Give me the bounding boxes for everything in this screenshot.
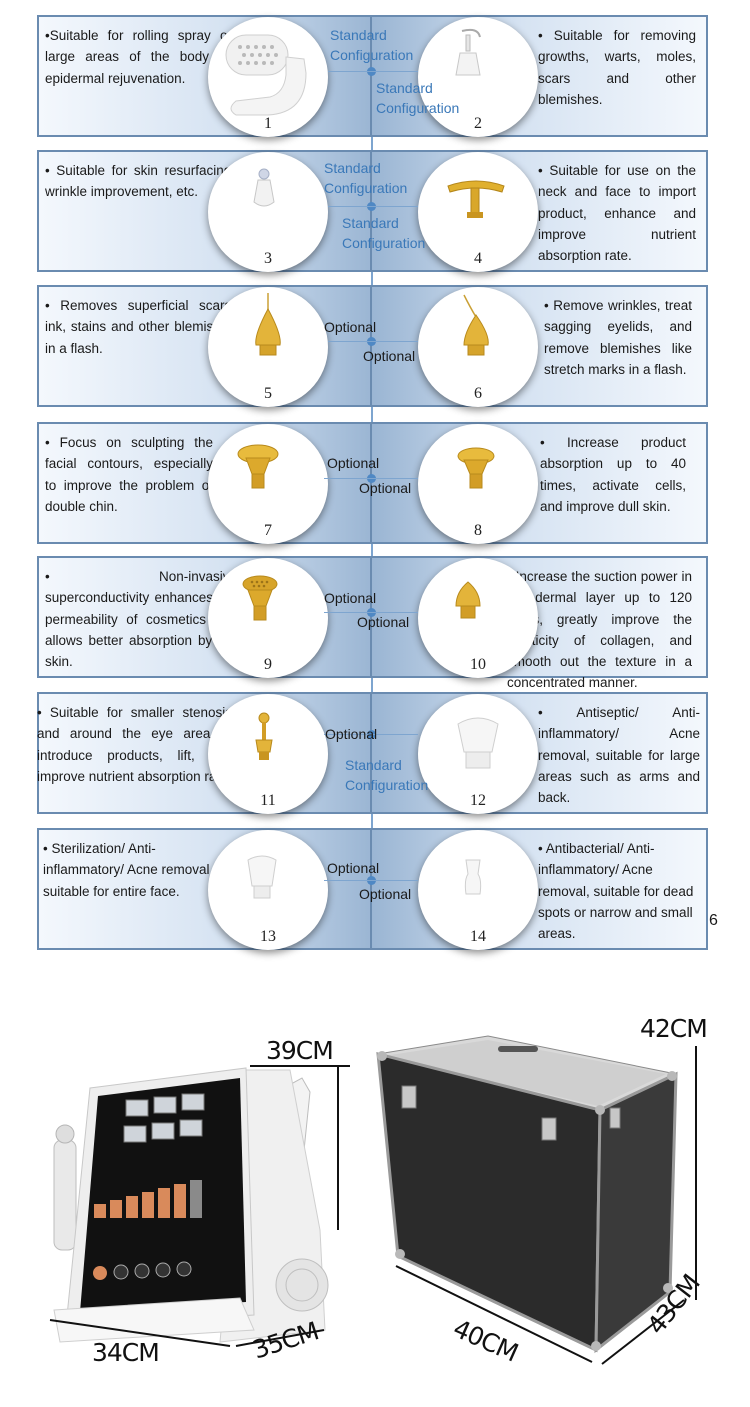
item-5-description: • Removes superficial scars, ink, stains… [45, 298, 235, 356]
connector-line [324, 612, 418, 613]
item-4-number: 4 [474, 250, 482, 267]
item-12-tag: Standard Configuration [345, 757, 429, 793]
item-1-image: 1 [208, 17, 328, 137]
machine-figure [40, 1030, 360, 1370]
small-white-head-icon [464, 859, 482, 895]
roller-head-icon [225, 34, 307, 116]
item-6-image: 6 [418, 287, 538, 407]
machine-height-label: 39CM [266, 1036, 334, 1065]
page-mark: 6 [709, 912, 718, 929]
item-8-image: 8 [418, 424, 538, 544]
item-8-tag: Optional [359, 480, 412, 496]
beauty-machine-illustration [53, 1067, 329, 1343]
item-5-image: 5 [208, 287, 328, 407]
item-6-description: • Remove wrinkles, treat sagging eyelids… [544, 298, 692, 377]
resurfacing-head-icon [253, 168, 275, 207]
machine-width-label: 34CM [92, 1338, 160, 1367]
item-8-number: 8 [474, 522, 482, 539]
item-14-tag: Optional [359, 886, 412, 902]
item-12-number: 12 [470, 792, 486, 809]
item-14-number: 14 [470, 928, 486, 945]
item-1-description: •Suitable for rolling spray on large are… [45, 28, 235, 86]
item-5-number: 5 [264, 385, 272, 402]
item-6-number: 6 [474, 385, 482, 402]
item-10-tag: Optional [357, 614, 410, 630]
item-7-description: • Focus on sculpting the facial contours… [45, 435, 213, 514]
item-4-image: 4 [418, 152, 538, 272]
item-2-tag: Standard Configuration [376, 80, 460, 116]
medium-gold-head-icon [457, 447, 495, 489]
item-1-tag: Standard Configuration [330, 27, 414, 63]
item-7-image: 7 [208, 424, 328, 544]
item-9-number: 9 [264, 656, 272, 673]
item-1-box [37, 15, 375, 137]
connector-line [324, 478, 418, 479]
item-10-box [370, 556, 708, 678]
t-bar-head-icon [447, 180, 505, 218]
medium-white-head-icon [247, 855, 277, 899]
eye-gold-head-icon [255, 712, 273, 760]
gold-needle-head-icon [255, 293, 281, 356]
row-3: • Removes superficial scars, ink, stains… [0, 285, 750, 415]
flight-case-illustration [376, 1035, 697, 1365]
item-5-tag: Optional [324, 319, 377, 335]
row-4: • Focus on sculpting the facial contours… [0, 422, 750, 552]
row-6: • Suitable for smaller stenosis and arou… [0, 692, 750, 822]
item-9-tag: Optional [324, 590, 377, 606]
needle-head-icon [455, 28, 481, 76]
item-9-description: • Non-invasive superconductivity enhance… [45, 569, 237, 670]
item-12-description: • Antiseptic/ Anti-inflammatory/ Acne re… [538, 705, 700, 806]
item-5-box [37, 285, 375, 407]
item-11-tag: Optional [325, 726, 378, 742]
row-1: •Suitable for rolling spray on large are… [0, 15, 750, 145]
row-5: • Non-invasive superconductivity enhance… [0, 556, 750, 690]
item-2-description: • Suitable for removing growths, warts, … [538, 28, 696, 107]
connector-line [328, 206, 418, 207]
connector-line [324, 880, 418, 881]
item-9-image: 9 [208, 558, 328, 678]
curved-needle-head-icon [463, 294, 489, 356]
item-13-tag: Optional [327, 860, 380, 876]
item-2-image: 2 [418, 17, 538, 137]
item-10-description: • Increase the suction power in the derm… [507, 569, 692, 691]
item-3-number: 3 [264, 250, 272, 267]
item-13-image: 13 [208, 830, 328, 950]
large-gold-head-icon [237, 444, 279, 489]
row-2: • Suitable for skin resurfacing, wrinkle… [0, 150, 750, 280]
connector-line [328, 71, 418, 72]
case-figure [370, 1030, 710, 1390]
item-11-number: 11 [260, 792, 276, 809]
item-2-number: 2 [474, 115, 482, 132]
item-14-image: 14 [418, 830, 538, 950]
machine-dimension-lines [49, 1065, 350, 1347]
connector-line [328, 341, 418, 342]
item-7-tag: Optional [327, 455, 380, 471]
item-13-description: • Sterilization/ Anti-inflammatory/ Acne… [43, 841, 214, 899]
item-1-number: 1 [264, 115, 272, 132]
connector-line [324, 734, 418, 735]
item-4-description: • Suitable for use on the neck and face … [538, 163, 696, 264]
item-4-tag: Standard Configuration [342, 215, 426, 251]
item-13-number: 13 [260, 928, 276, 945]
item-3-image: 3 [208, 152, 328, 272]
item-10-number: 10 [470, 656, 486, 673]
item-12-image: 12 [418, 694, 538, 814]
row-7: • Sterilization/ Anti-inflammatory/ Acne… [0, 828, 750, 958]
item-11-image: 11 [208, 694, 328, 814]
item-14-box [370, 828, 708, 950]
case-height-label: 42CM [640, 1014, 708, 1043]
large-white-head-icon [457, 717, 499, 769]
item-14-description: • Antibacterial/ Anti-inflammatory/ Acne… [538, 841, 694, 942]
mesh-gold-head-icon [242, 575, 278, 621]
item-11-description: • Suitable for smaller stenosis and arou… [37, 705, 232, 784]
item-3-tag: Standard Configuration [324, 160, 408, 196]
suction-gold-head-icon [455, 581, 481, 619]
item-6-tag: Optional [363, 348, 416, 364]
item-7-number: 7 [264, 522, 272, 539]
item-3-description: • Suitable for skin resurfacing, wrinkle… [45, 163, 235, 200]
item-10-image: 10 [418, 558, 538, 678]
item-8-description: • Increase product absorption up to 40 t… [540, 435, 686, 514]
